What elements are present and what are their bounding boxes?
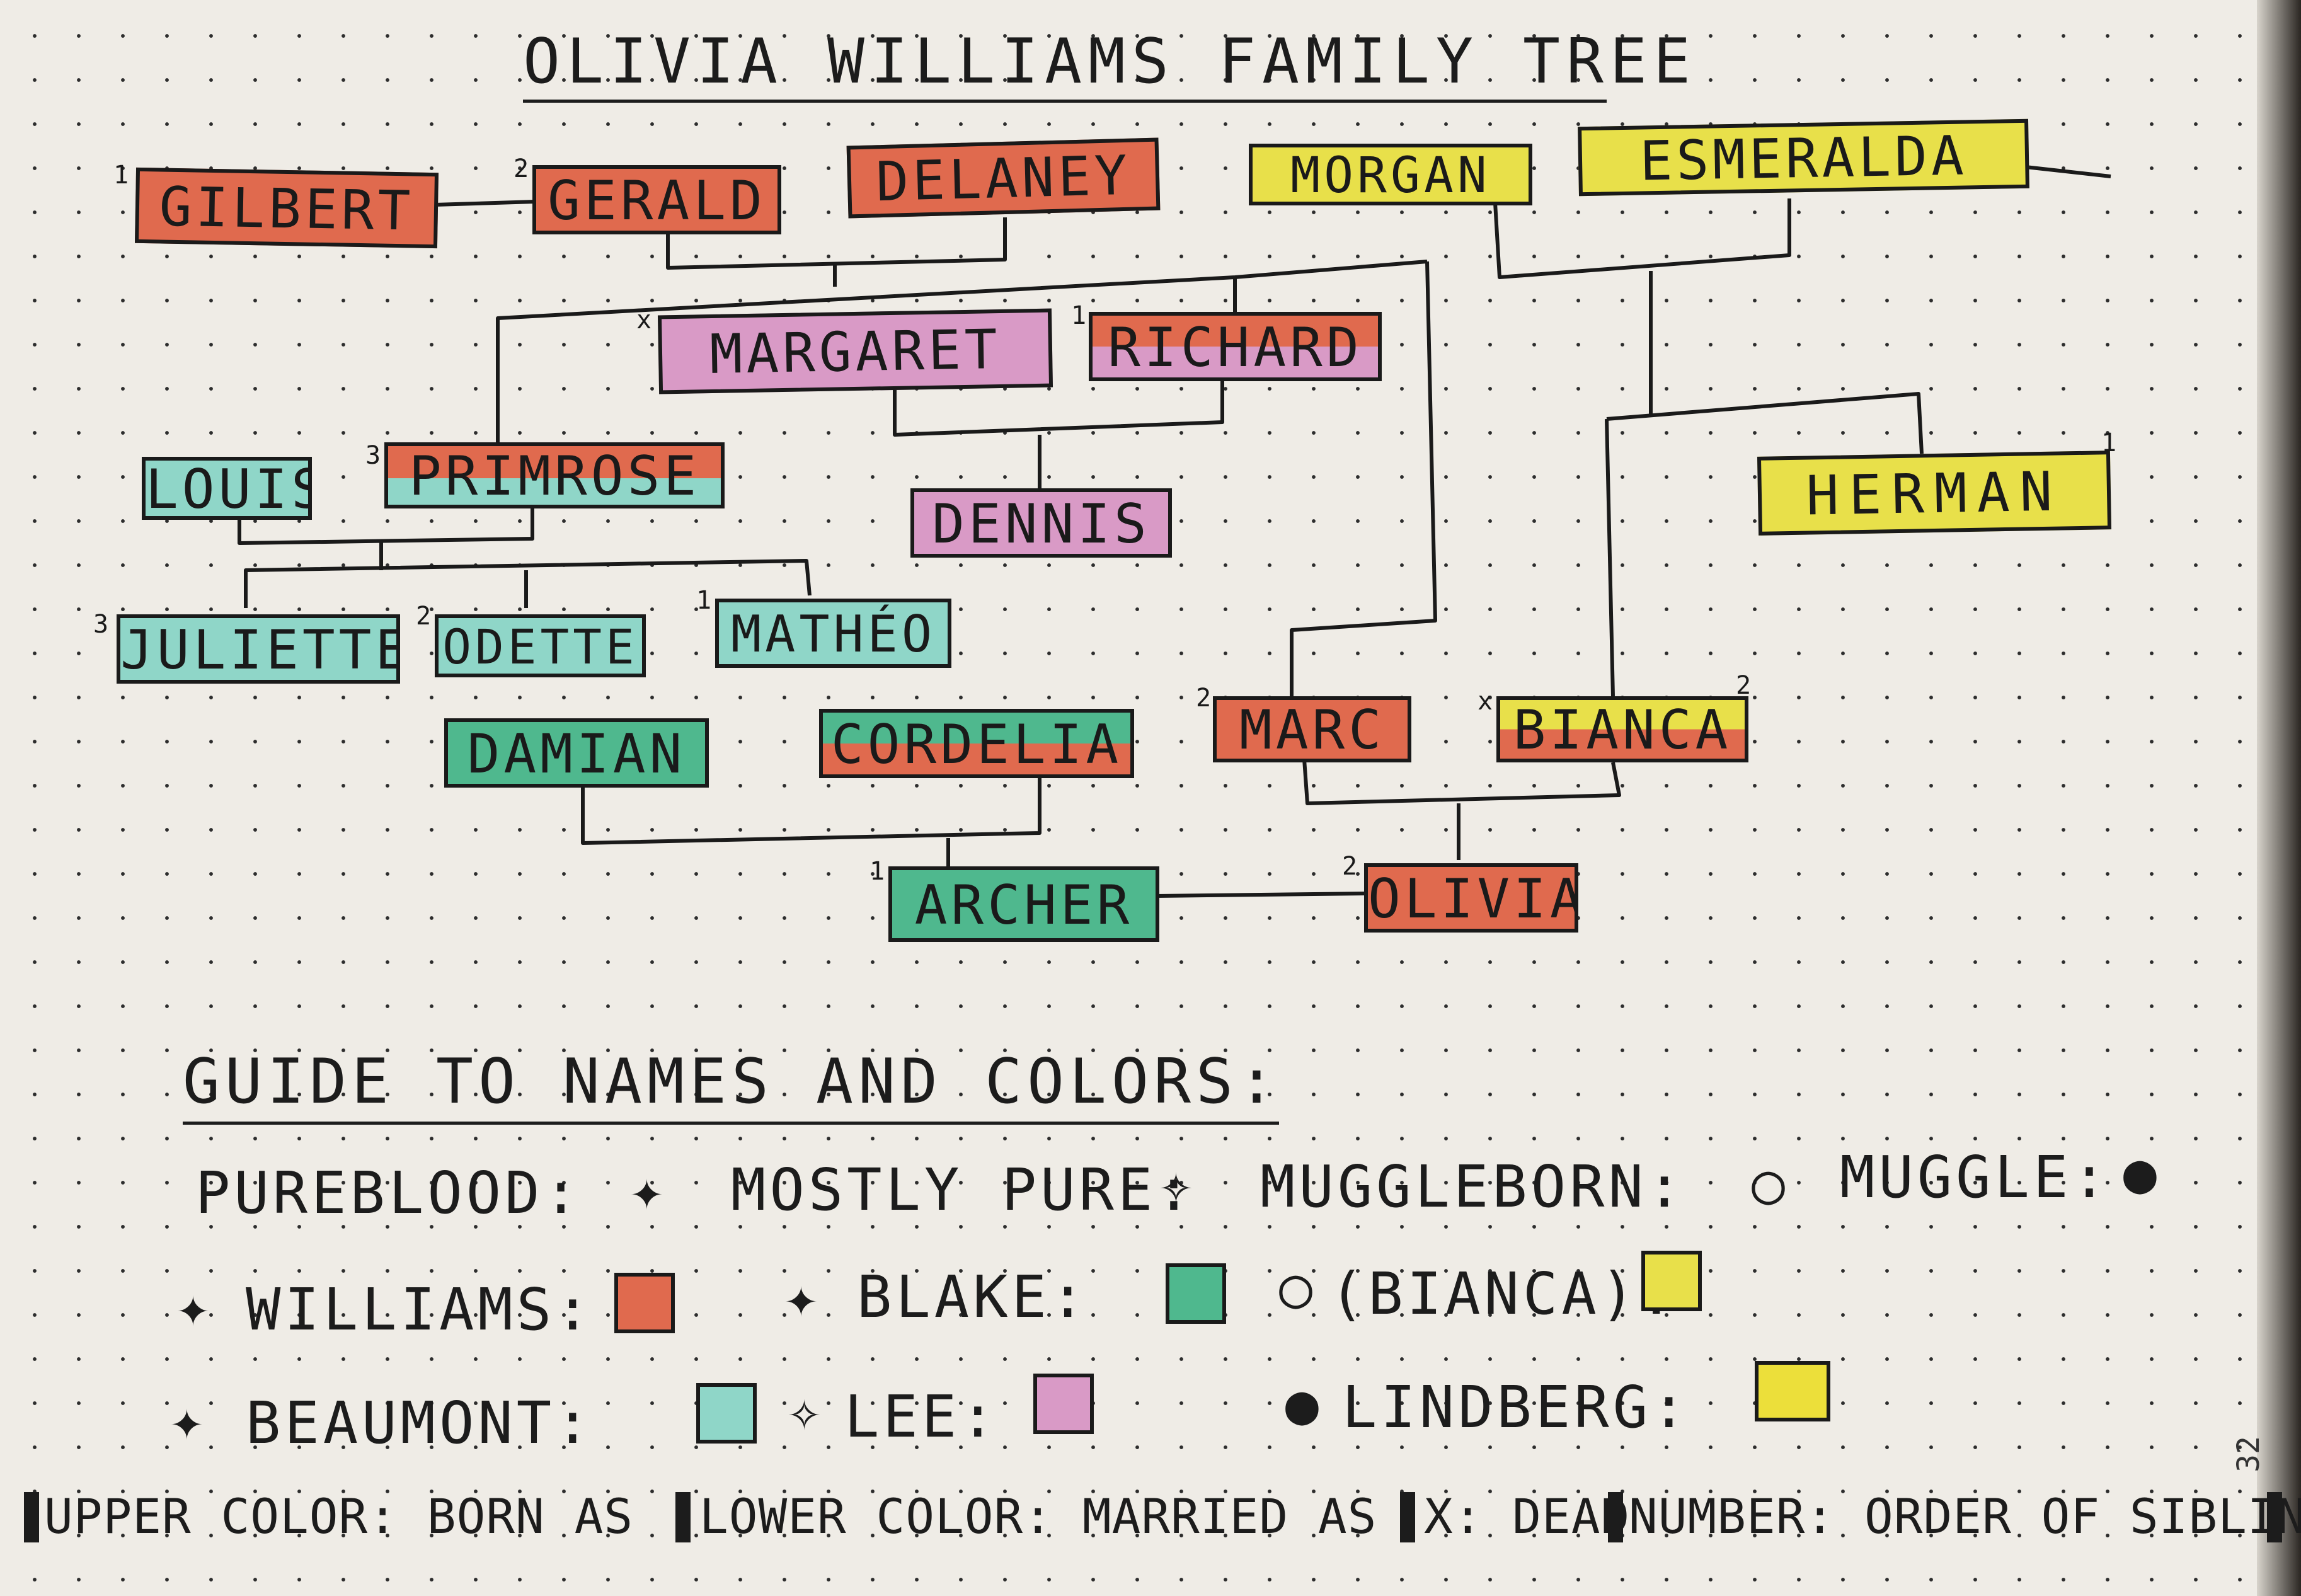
node-marc: MARC [1213,696,1411,762]
footer-upper-color: UPPER COLOR: BORN AS [44,1488,634,1544]
pureblood-star-icon: ✦ [176,1274,210,1339]
dead-mark: x [1478,687,1493,716]
sibling-order-mark: 1 [113,161,129,190]
legend-mostly-pure-label: MOSTLY PURE: [731,1156,1195,1224]
footer-divider-bar [1608,1492,1623,1542]
node-label: GERALD [548,169,766,233]
legend-lee-label: LEE: [844,1383,999,1450]
legend-beaumont-label: BEAUMONT: [246,1389,594,1457]
node-richard: RICHARD [1089,312,1382,381]
node-label: DAMIAN [467,723,686,786]
footer-lower-color: LOWER COLOR: MARRIED AS [699,1488,1377,1544]
sibling-order-mark: 2 [416,602,432,631]
footer-divider-bar [2267,1492,2282,1542]
lee-color-swatch [1033,1374,1094,1434]
node-archer: ARCHER [888,866,1159,942]
bianca-color-swatch [1641,1251,1702,1311]
node-label: MARC [1239,699,1386,762]
footer-divider-bar [24,1492,39,1542]
lindberg-color-swatch [1755,1361,1830,1421]
node-label: JULIETTE [120,619,400,682]
node-bianca: BIANCA [1496,696,1748,762]
pureblood-star-icon: ✦ [630,1157,663,1222]
node-label: BIANCA [1513,699,1732,762]
node-label: CORDELIA [830,713,1123,776]
node-odette: ODETTE [435,614,646,677]
sibling-order-mark: 1 [696,586,712,615]
node-gerald: GERALD [532,165,781,234]
node-label: OLIVIA [1368,868,1578,931]
node-label: MATHÉO [731,605,936,663]
muggleborn-circle-icon: ○ [1279,1255,1312,1320]
node-primrose: PRIMROSE [384,442,725,508]
sibling-order-mark: 3 [93,610,109,639]
node-label: GILBERT [158,175,415,243]
node-label: RICHARD [1108,316,1363,379]
node-esmeralda: ESMERALDA [1578,118,2029,197]
node-damian: DAMIAN [444,718,709,788]
node-gilbert: GILBERT [134,167,439,249]
pureblood-star-icon: ✦ [170,1387,204,1452]
legend-pureblood-label: PUREBLOOD: [195,1159,582,1227]
legend-lindberg-label: LINDBERG: [1342,1374,1690,1441]
page-edge [2257,0,2301,1596]
page-number: 32 [2230,1436,2266,1473]
sibling-order-mark: 2 [1736,671,1752,700]
muggle-dot-icon: ● [1285,1372,1319,1437]
footer-dead: X: DEAD [1424,1488,1631,1544]
blake-color-swatch [1166,1263,1226,1324]
pureblood-star-icon: ✦ [784,1265,818,1329]
node-label: LOUIS [146,458,312,520]
mostly-pure-star-outline-icon: ✧ [1159,1151,1193,1216]
node-louis: LOUIS [142,457,312,520]
footer-divider-bar [1400,1492,1415,1542]
node-label: PRIMROSE [408,445,701,508]
muggle-dot-icon: ● [2123,1140,2157,1205]
page-title: OLIVIA WILLIAMS FAMILY TREE [523,24,1690,103]
node-label: DENNIS [932,493,1150,556]
node-label: MORGAN [1290,147,1491,204]
sibling-order-mark: 1 [1071,301,1087,330]
sibling-order-mark: 2 [514,154,529,183]
node-label: HERMAN [1805,460,2063,528]
node-morgan: MORGAN [1249,144,1532,205]
node-olivia: OLIVIA [1364,863,1578,933]
node-label: ESMERALDA [1639,124,1968,193]
node-label: ARCHER [914,874,1133,937]
guide-title: GUIDE TO NAMES AND COLORS: [183,1043,1279,1125]
node-cordelia: CORDELIA [819,709,1134,778]
node-label: ODETTE [442,619,638,675]
beaumont-color-swatch [696,1383,757,1444]
node-label: DELANEY [875,144,1132,214]
footer-divider-bar [675,1492,691,1542]
node-margaret: MARGARET [657,308,1053,394]
sibling-order-mark: 1 [869,857,885,886]
mostly-pure-star-outline-icon: ✧ [788,1378,821,1443]
legend-bianca-label: (BIANCA): [1329,1260,1678,1328]
sibling-order-mark: 2 [1196,684,1212,713]
legend-muggle-label: MUGGLE: [1840,1144,2111,1211]
legend-muggleborn-label: MUGGLEBORN: [1260,1153,1686,1220]
node-herman: HERMAN [1757,451,2112,536]
footer-sibling-order: NUMBER: ORDER OF SIBLINGS [1629,1488,2301,1544]
node-matheo: MATHÉO [715,599,951,668]
node-dennis: DENNIS [910,488,1172,558]
muggleborn-circle-icon: ○ [1752,1151,1785,1216]
node-label: MARGARET [709,318,1002,387]
node-delaney: DELANEY [846,137,1161,219]
legend-williams-label: WILLIAMS: [246,1276,594,1343]
dead-mark: x [636,306,652,335]
sibling-order-mark: 3 [365,441,381,470]
sibling-order-mark: 1 [2101,428,2117,457]
sibling-order-mark: 2 [1342,852,1358,881]
williams-color-swatch [614,1273,675,1333]
node-juliette: JULIETTE [117,614,400,684]
legend-blake-label: BLAKE: [857,1263,1089,1331]
